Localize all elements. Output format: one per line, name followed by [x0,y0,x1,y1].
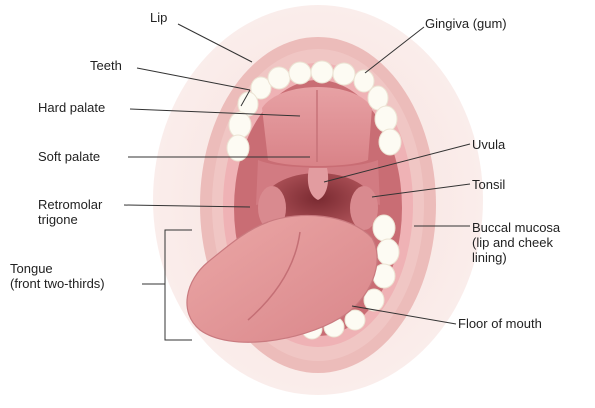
label-soft-palate: Soft palate [38,149,100,164]
label-buccal-sub2: lining) [472,250,507,265]
label-tongue: Tongue [10,261,53,276]
label-floor-of-mouth: Floor of mouth [458,316,542,331]
label-buccal-mucosa: Buccal mucosa [472,220,560,235]
label-uvula: Uvula [472,137,505,152]
label-lip: Lip [150,10,167,25]
label-gingiva: Gingiva (gum) [425,16,507,31]
label-retromolar: Retromolar [38,197,102,212]
label-trigone: trigone [38,212,78,227]
label-buccal-sub1: (lip and cheek [472,235,553,250]
label-tongue-sub: (front two-thirds) [10,276,105,291]
label-tonsil: Tonsil [472,177,505,192]
label-hard-palate: Hard palate [38,100,105,115]
label-teeth: Teeth [90,58,122,73]
